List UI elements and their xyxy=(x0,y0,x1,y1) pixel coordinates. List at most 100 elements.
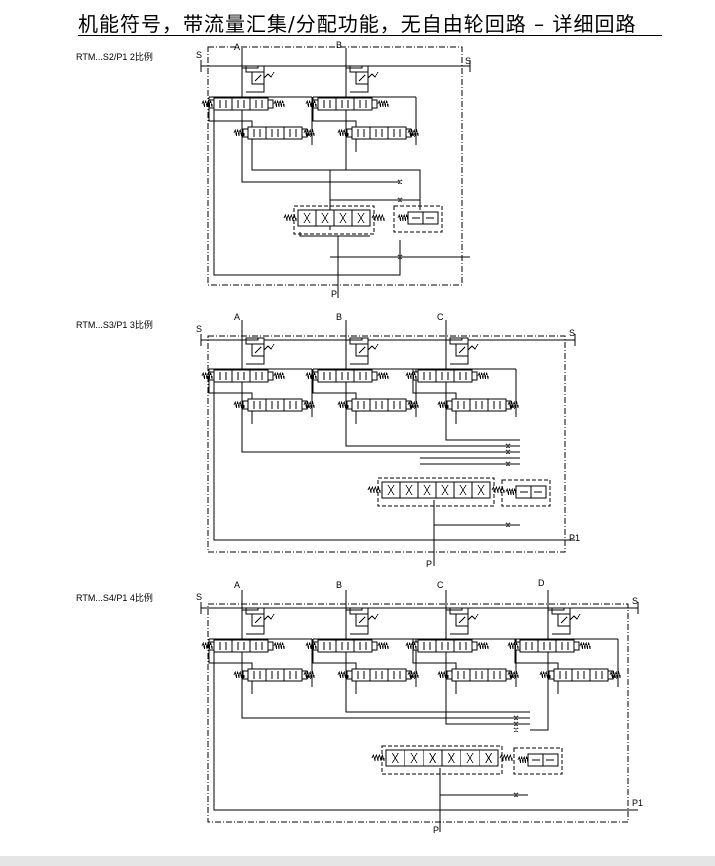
compensator-cap xyxy=(349,65,369,73)
orifice-symbol xyxy=(513,715,519,721)
compensator-cap xyxy=(245,337,265,345)
divider-arrow xyxy=(429,752,437,764)
pipe-line xyxy=(312,369,357,399)
spring-symbol xyxy=(233,670,245,679)
pipe-line xyxy=(350,626,369,635)
valve-arrow xyxy=(237,642,245,650)
combiner-valve xyxy=(393,205,443,233)
pipe-line xyxy=(345,432,520,447)
pipe-line xyxy=(514,639,559,669)
compensator-valve xyxy=(245,65,275,85)
spring-symbol xyxy=(499,753,513,762)
compensator-valve xyxy=(245,607,275,627)
diagram3-port-a-label: A xyxy=(234,580,241,590)
section-a xyxy=(201,48,315,160)
pipe-line xyxy=(246,356,265,365)
spring-symbol xyxy=(491,485,505,494)
pipe-line xyxy=(241,432,520,453)
pipe-line xyxy=(299,232,370,237)
lower-spool-valve xyxy=(346,126,412,140)
valve-body xyxy=(213,97,269,111)
pipe-line xyxy=(346,608,363,611)
spring-symbol xyxy=(303,128,315,137)
spring-symbol xyxy=(507,641,519,650)
upper-spool-valve xyxy=(312,369,378,383)
spring-symbol xyxy=(201,641,213,650)
valve-arrow xyxy=(341,372,349,380)
pipe-line xyxy=(345,702,530,713)
valve-arrow xyxy=(341,642,349,650)
valve-arrow xyxy=(357,129,365,137)
spring-symbol xyxy=(397,213,409,222)
diagram1-port-a-label: A xyxy=(234,42,241,52)
valve-arrow xyxy=(341,100,349,108)
spring-symbol xyxy=(371,213,385,222)
pipe-line xyxy=(450,626,469,635)
upper-spool-valve xyxy=(208,97,274,111)
compensator-adjust xyxy=(367,613,379,621)
dash-dot-frame xyxy=(207,46,463,286)
divider-arrow xyxy=(339,212,347,224)
valve-solenoid xyxy=(267,641,274,651)
valve-arrow xyxy=(359,372,367,380)
spring-symbol xyxy=(201,99,213,108)
divider-arrow xyxy=(466,752,474,764)
diagram1-pump-label: P xyxy=(331,289,338,299)
orifice-symbol xyxy=(306,404,312,410)
spring-symbol xyxy=(609,670,621,679)
spring-symbol xyxy=(377,99,389,108)
compensator-cap xyxy=(245,65,265,73)
valve-arrow xyxy=(323,642,331,650)
valve-body xyxy=(247,126,303,140)
pipe-line xyxy=(445,702,530,725)
spring-symbol xyxy=(405,371,417,380)
valve-body xyxy=(451,668,507,682)
compensator-arrow xyxy=(560,616,568,624)
valve-body xyxy=(351,668,407,682)
valve-arrow xyxy=(271,401,279,409)
valve-arrow xyxy=(493,671,501,679)
compensator-adjust xyxy=(467,343,479,351)
divider-arrow xyxy=(485,752,493,764)
compensator-cap xyxy=(349,607,369,615)
valve-arrow xyxy=(255,100,263,108)
spring-symbol xyxy=(437,400,449,409)
valve-solenoid xyxy=(371,641,378,651)
compensator-valve xyxy=(349,607,379,627)
side-valve-housing xyxy=(393,205,443,233)
flow-divider xyxy=(367,477,505,507)
side-valve-housing xyxy=(513,747,563,775)
pipe-line xyxy=(251,152,421,210)
lower-spool-valve xyxy=(446,398,512,412)
valve-arrow xyxy=(459,642,467,650)
lower-spool-valve xyxy=(242,398,308,412)
valve-body xyxy=(451,398,507,412)
divider-arrow xyxy=(387,484,395,496)
valve-arrow xyxy=(237,372,245,380)
valve-solenoid xyxy=(471,371,478,381)
valve-body xyxy=(351,398,407,412)
orifice-symbol xyxy=(410,674,416,680)
pipe-line xyxy=(246,84,265,93)
pipe-line xyxy=(213,372,565,541)
orifice-symbol xyxy=(513,792,519,798)
valve-arrow xyxy=(359,100,367,108)
pipe-line xyxy=(445,432,520,441)
orifice-symbol xyxy=(410,404,416,410)
spring-symbol xyxy=(407,670,419,679)
spring-symbol xyxy=(507,670,519,679)
upper-spool-valve xyxy=(412,369,478,383)
compensator-adjust xyxy=(263,613,275,621)
diagram-2-schematic xyxy=(200,320,576,566)
divider-arrow xyxy=(357,212,365,224)
compensator-valve xyxy=(551,607,581,627)
valve-arrow xyxy=(323,100,331,108)
valve-arrow xyxy=(375,401,383,409)
spring-symbol xyxy=(273,371,285,380)
section-c xyxy=(405,320,519,432)
spring-symbol xyxy=(477,641,489,650)
valve-arrow xyxy=(219,100,227,108)
spring-symbol xyxy=(305,641,317,650)
pipe-line xyxy=(450,356,469,365)
valve-body xyxy=(213,639,269,653)
